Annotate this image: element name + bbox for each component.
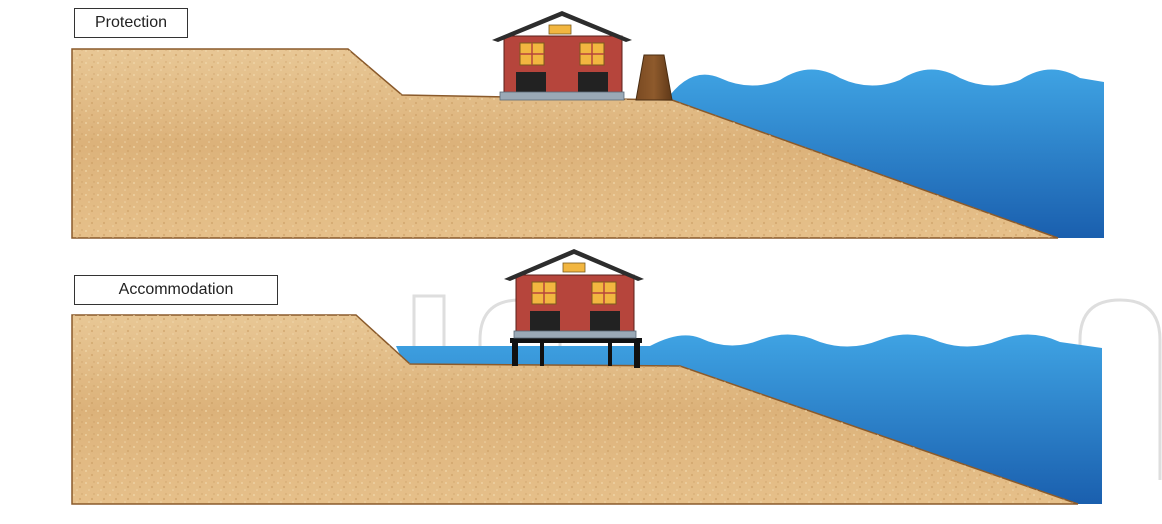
door: [578, 72, 608, 92]
door: [530, 311, 560, 331]
attic-window: [563, 263, 585, 272]
house: [492, 11, 632, 100]
accommodation-label: Accommodation: [74, 275, 278, 305]
foundation: [514, 331, 636, 338]
protection-panel: [72, 11, 1104, 238]
foundation: [500, 92, 624, 100]
door: [516, 72, 546, 92]
seawall: [636, 55, 672, 100]
protection-label: Protection: [74, 8, 188, 38]
door: [590, 311, 620, 331]
attic-window: [549, 25, 571, 34]
house: [504, 249, 644, 338]
